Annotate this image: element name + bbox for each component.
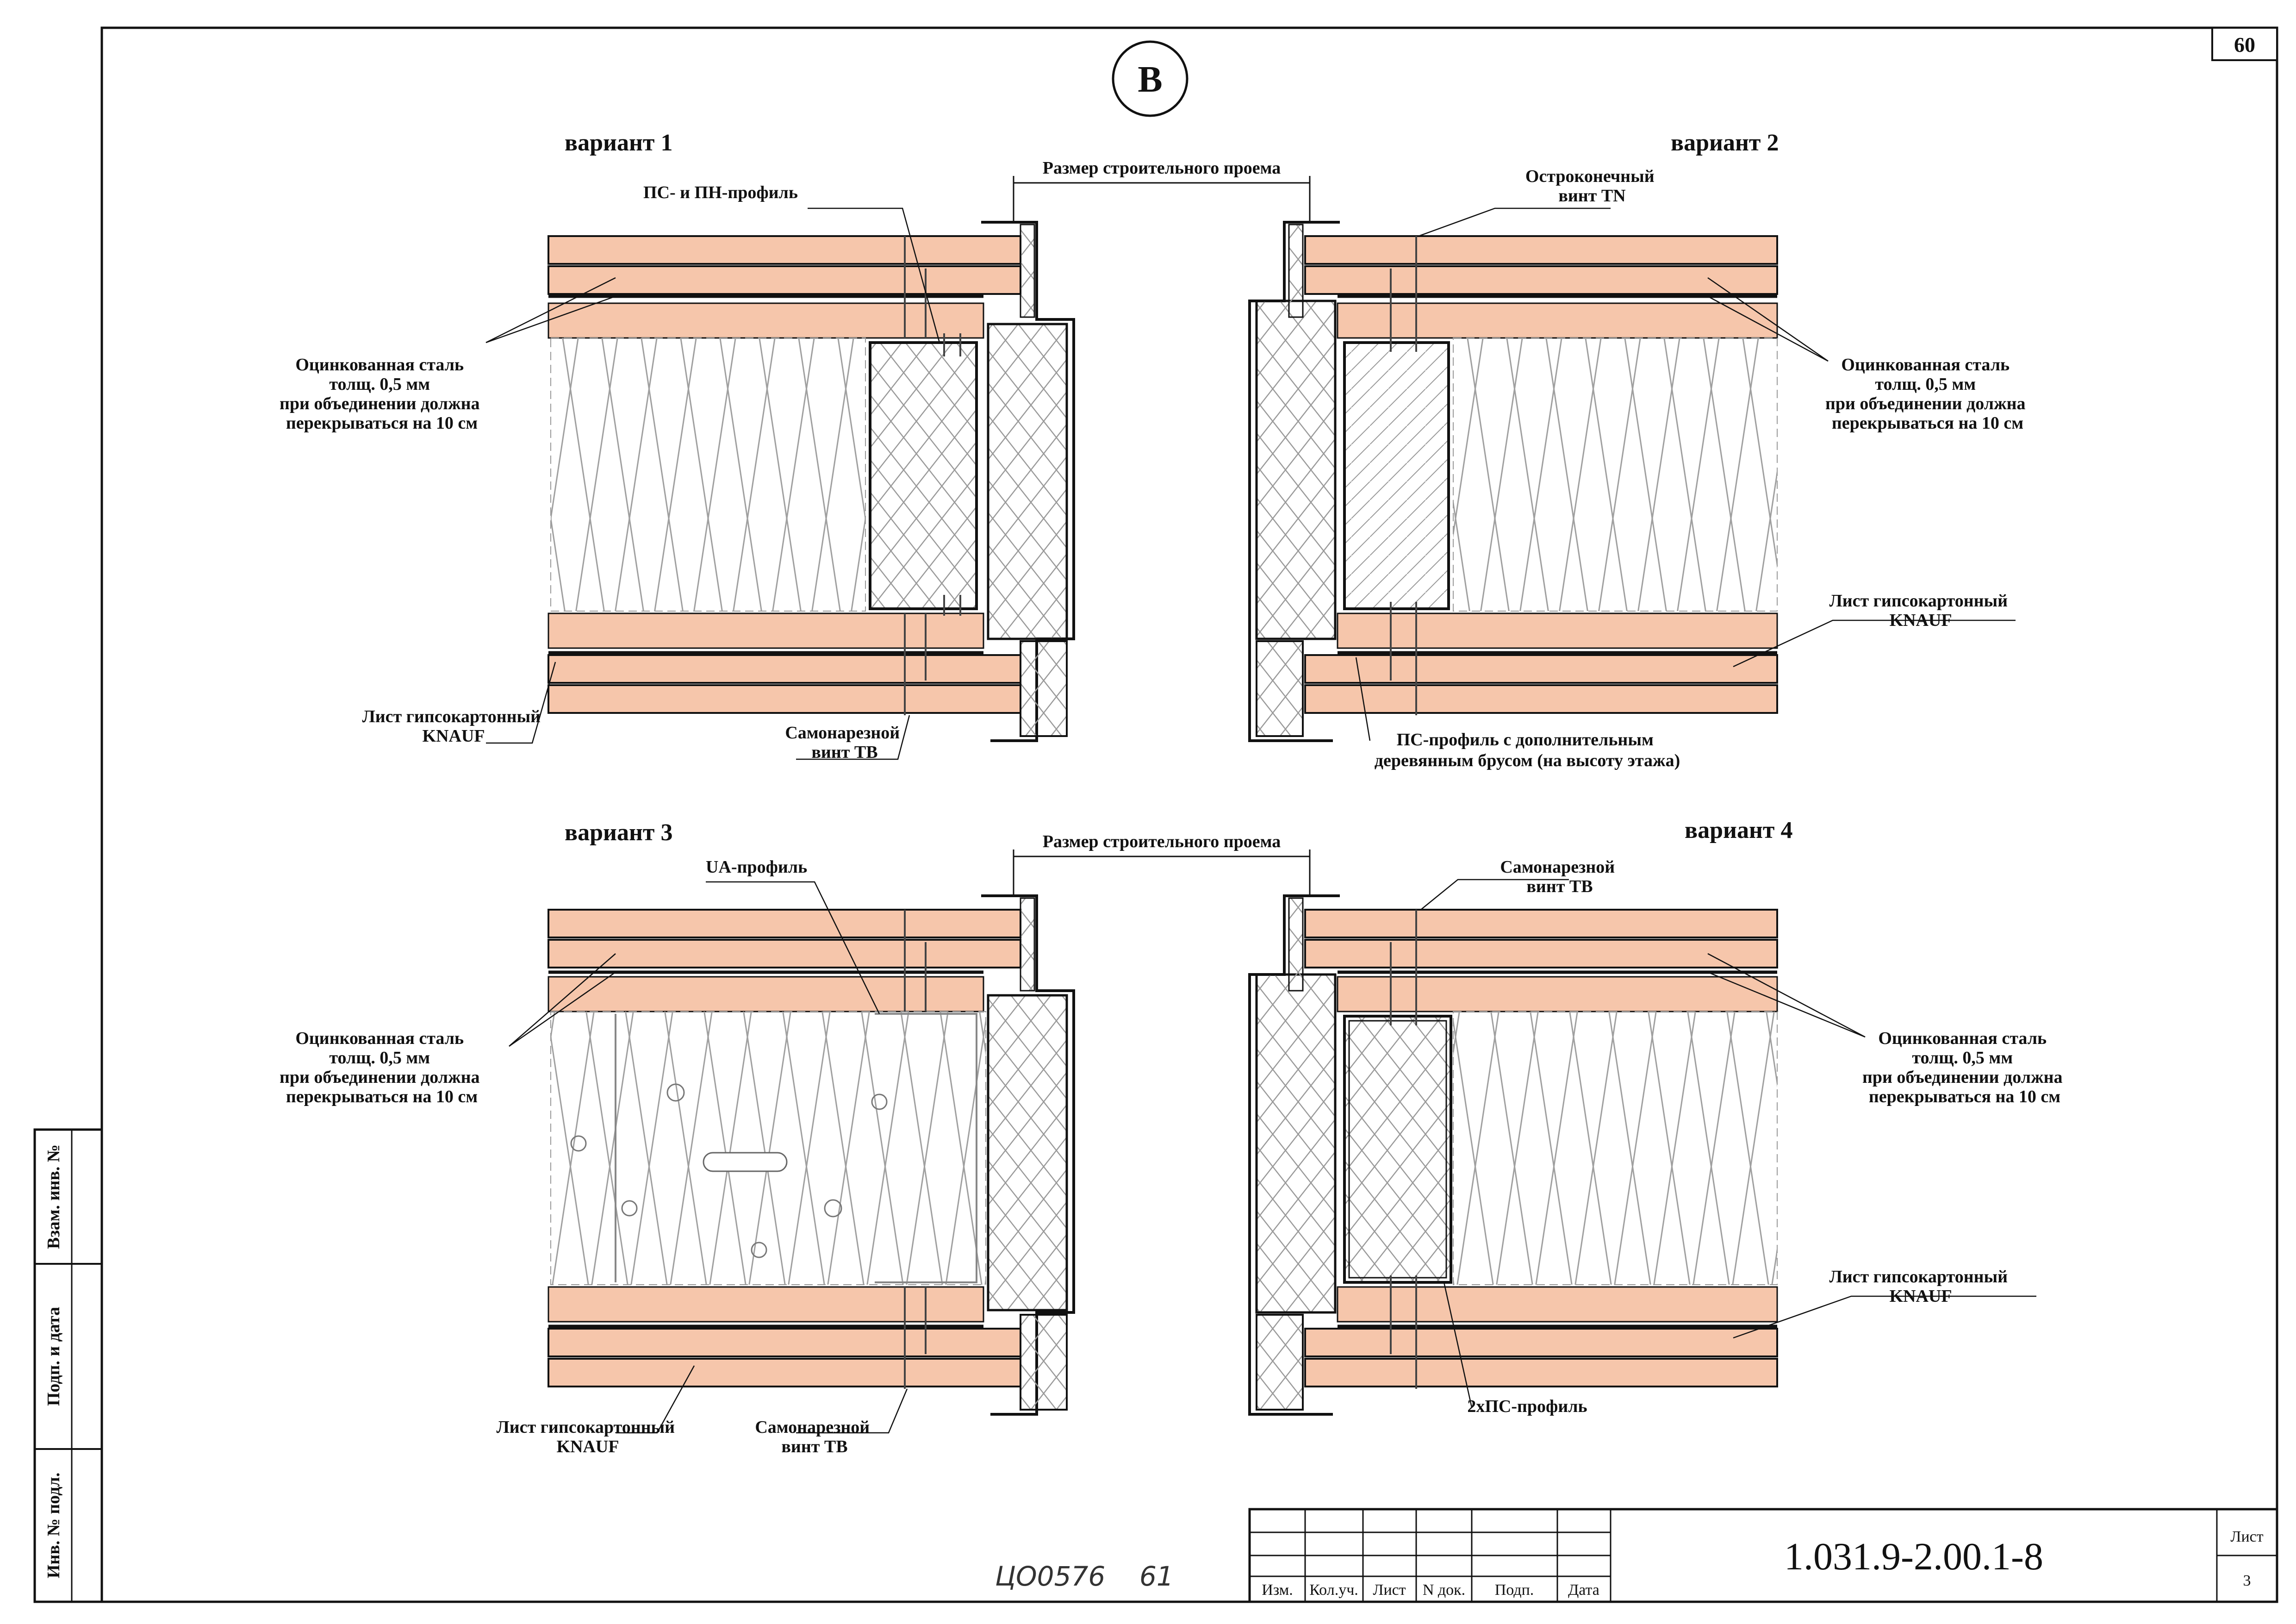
title-col-sign: Подп. [1495,1581,1534,1599]
document-designation: 1.031.9-2.00.1-8 [1784,1535,2043,1578]
variant-1-title: вариант 1 [565,130,672,156]
sheet-value: 3 [2243,1572,2251,1589]
v4-steel-label: Оцинкованная сталь толщ. 0,5 мм при объе… [1862,1029,2067,1106]
variant-4-labels: Самонарезной винт TB Оцинкованная сталь … [1467,857,2067,1416]
v2-steel-label: Оцинкованная сталь толщ. 0,5 мм при объе… [1825,355,2030,433]
side-stamp: Взам. инв. № Подп. и дата Инв. № подл. [33,1128,103,1603]
sheet-frame: 60 [100,26,2278,1603]
v1-steel-label: Оцинкованная сталь толщ. 0,5 мм при объе… [280,355,484,433]
variant-4-detail: вариант 4 [1248,817,2036,1416]
title-col-sheet: Лист [1373,1581,1406,1599]
v2-profile-label: ПС-профиль с дополнительным деревянным б… [1375,730,1680,770]
v3-opening-label: Размер строительного проема [1043,832,1281,851]
section-marker-letter: B [1138,59,1162,100]
variant-2-title: вариант 2 [1671,130,1779,156]
v4-profile-label: 2хПС-профиль [1467,1397,1587,1416]
v3-profile-label: UA-профиль [706,857,807,877]
handwritten-note: ЦО0576 61 [995,1561,1174,1592]
variant-2-labels: Остроконечный винт TN Оцинкованная сталь… [1375,167,2030,770]
variant-3-title: вариант 3 [565,819,672,846]
stamp-field-inventory: Инв. № подл. [44,1473,63,1579]
sheet-label: Лист [2230,1528,2263,1545]
v3-board-label: Лист гипсокартонный KNAUF [496,1418,679,1456]
variant-3-detail: вариант 3 [509,819,1311,1434]
variant-4-title: вариант 4 [1685,817,1792,843]
stamp-field-signature: Подп. и дата [44,1307,63,1406]
v1-board-label: Лист гипсокартонный KNAUF [362,707,545,746]
variant-2-detail: вариант 2 [1248,130,2016,742]
v2-board-label: Лист гипсокартонный KNAUF [1829,591,2012,630]
variant-1-detail: вариант 1 [485,130,1311,760]
v1-profile-label: ПС- и ПН-профиль [643,183,798,202]
v3-steel-label: Оцинкованная сталь толщ. 0,5 мм при объе… [280,1029,484,1106]
v4-board-label: Лист гипсокартонный KNAUF [1829,1267,2012,1306]
title-block: Изм. Кол.уч. Лист N док. Подп. Дата 1.03… [1248,1508,2278,1603]
v3-screw-label: Самонарезной винт TB [755,1418,874,1456]
v1-screw-label: Самонарезной винт TB [785,723,904,762]
title-col-date: Дата [1568,1581,1599,1599]
section-marker: B [1112,40,1188,117]
title-col-change: Изм. [1262,1581,1293,1599]
v2-screw-label: Остроконечный винт TN [1525,167,1659,206]
stamp-field-replaced: Взам. инв. № [44,1144,63,1249]
v4-screw-label: Самонарезной винт TB [1500,857,1619,896]
sheet-number: 60 [2234,33,2255,56]
variant-3-labels: Размер строительного проема UA-профиль О… [280,832,1281,1456]
variant-1-labels: Размер строительного проема ПС- и ПН-про… [280,158,1281,762]
title-col-doc: N док. [1423,1581,1465,1599]
title-col-count: Кол.уч. [1309,1581,1358,1599]
v1-opening-label: Размер строительного проема [1043,158,1281,178]
